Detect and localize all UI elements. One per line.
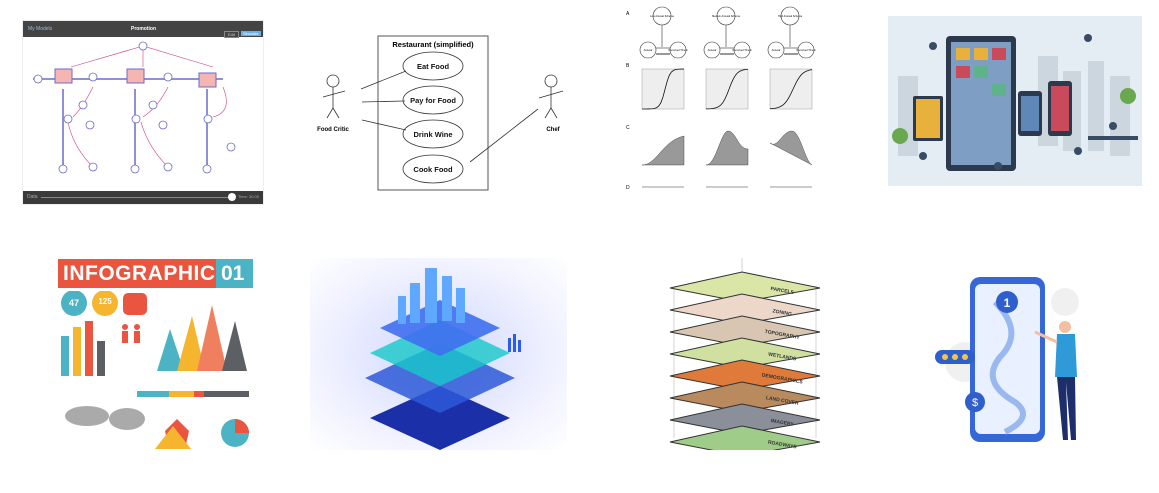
isometric-city-illustration bbox=[365, 268, 521, 450]
threat-label: Perceived Threat bbox=[797, 49, 816, 52]
sigmoid-plot bbox=[705, 68, 749, 110]
sigmoid-plot bbox=[641, 68, 685, 110]
result-thumbnail-use-case-diagram[interactable]: Restaurant (simplified) Eat Food Pay for… bbox=[305, 30, 580, 195]
threat-node bbox=[669, 41, 687, 59]
app-header: My Models Promotion Edit Simulate bbox=[23, 21, 263, 38]
edit-button[interactable]: Edit bbox=[224, 31, 239, 38]
use-case-drink-wine: Drink Wine bbox=[413, 130, 452, 139]
system-title: Restaurant (simplified) bbox=[392, 40, 474, 49]
slider-thumb[interactable] bbox=[228, 193, 236, 201]
stat-47: 47 bbox=[69, 298, 79, 308]
time-slider[interactable] bbox=[41, 197, 231, 198]
dollar-icon: $ bbox=[972, 397, 978, 409]
map-layer bbox=[669, 403, 821, 435]
gis-layers-illustration: PARCELSZONINGTOPOGRAPHYWETLANDSDEMOGRAPH… bbox=[669, 258, 821, 450]
infographic-banner: INFOGRAPHIC 01 bbox=[58, 259, 253, 288]
schema-label: Medium Arousal Schema bbox=[712, 15, 740, 18]
panel-label-c: C bbox=[626, 125, 630, 131]
arousal-label: Arousal bbox=[708, 49, 717, 52]
layer-label-parcels: PARCELS bbox=[770, 286, 795, 296]
map-layer bbox=[669, 359, 821, 391]
simulate-button[interactable]: Simulate bbox=[241, 31, 261, 36]
result-thumbnail-infographic[interactable]: INFOGRAPHIC 01 47 125 bbox=[57, 258, 254, 451]
arousal-node bbox=[703, 41, 721, 59]
gamification-illustration: 1 $ bbox=[935, 277, 1079, 442]
infographic-title: INFOGRAPHIC bbox=[63, 262, 216, 285]
result-thumbnail-digital-devices[interactable] bbox=[888, 16, 1142, 186]
layer-label-roadways: ROADWAYS bbox=[767, 440, 797, 450]
infographic-number: 01 bbox=[221, 262, 245, 285]
density-plot bbox=[769, 130, 813, 166]
arousal-label: Arousal bbox=[772, 49, 781, 52]
threat-label: Perceived Threat bbox=[733, 49, 752, 52]
arousal-node bbox=[639, 41, 657, 59]
use-case-eat-food: Eat Food bbox=[417, 62, 449, 71]
sigmoid-curve bbox=[705, 68, 749, 110]
slider-right-label: Time: 30.00 bbox=[238, 194, 259, 199]
stock-flow-diagram bbox=[33, 41, 236, 174]
use-case-cook-food: Cook Food bbox=[413, 165, 453, 174]
rank-badge: 1 bbox=[1004, 296, 1011, 310]
sigmoid-curve bbox=[641, 68, 685, 110]
result-thumbnail-stock-flow-model[interactable]: My Models Promotion Edit Simulate bbox=[22, 20, 264, 205]
layer-label-imagery: IMAGERY bbox=[770, 418, 794, 428]
actor-chef: Chef bbox=[546, 127, 560, 133]
sigmoid-plot bbox=[769, 68, 813, 110]
use-case-pay-for-food: Pay for Food bbox=[410, 96, 456, 105]
threat-node bbox=[797, 41, 815, 59]
map-layer bbox=[669, 293, 821, 325]
model-title: Promotion bbox=[131, 26, 156, 32]
layer-label-zoning: ZONING bbox=[772, 308, 792, 317]
arousal-node bbox=[767, 41, 785, 59]
schema-label: Low Arousal Schema bbox=[650, 15, 674, 18]
stat-125: 125 bbox=[98, 297, 112, 306]
sigmoid-curve bbox=[769, 69, 813, 110]
map-layer bbox=[669, 271, 821, 303]
back-button[interactable]: My Models bbox=[28, 26, 53, 32]
result-thumbnail-isometric-city[interactable] bbox=[310, 258, 567, 450]
simulation-slider-bar: Data Time: 30.00 bbox=[23, 191, 263, 204]
map-layer bbox=[669, 381, 821, 413]
density-plot bbox=[641, 135, 685, 166]
panel-label-a: A bbox=[626, 11, 630, 17]
panel-label-b: B bbox=[626, 63, 630, 69]
threat-label: Perceived Threat bbox=[669, 49, 688, 52]
layer-label-land-cover: LAND COVER bbox=[765, 395, 799, 407]
map-layer bbox=[669, 337, 821, 369]
map-layer bbox=[669, 315, 821, 347]
map-layer bbox=[669, 425, 821, 450]
slider-left-label: Data bbox=[27, 194, 38, 200]
layer-label-wetlands: WETLANDS bbox=[768, 352, 798, 363]
infographic-graphics: 47 125 bbox=[61, 291, 249, 449]
infographic-number-box: 01 bbox=[216, 259, 253, 288]
schema-label: High Arousal Schema bbox=[778, 15, 803, 18]
threat-node bbox=[733, 41, 751, 59]
actor-food-critic: Food Critic bbox=[317, 127, 349, 133]
result-thumbnail-gamification[interactable]: 1 $ bbox=[925, 262, 1097, 447]
panel-label-d: D bbox=[626, 185, 630, 191]
arousal-label: Arousal bbox=[644, 49, 653, 52]
density-plot bbox=[705, 130, 749, 166]
devices-illustration bbox=[892, 34, 1138, 171]
use-case-diagram: Restaurant (simplified) Eat Food Pay for… bbox=[317, 35, 564, 191]
